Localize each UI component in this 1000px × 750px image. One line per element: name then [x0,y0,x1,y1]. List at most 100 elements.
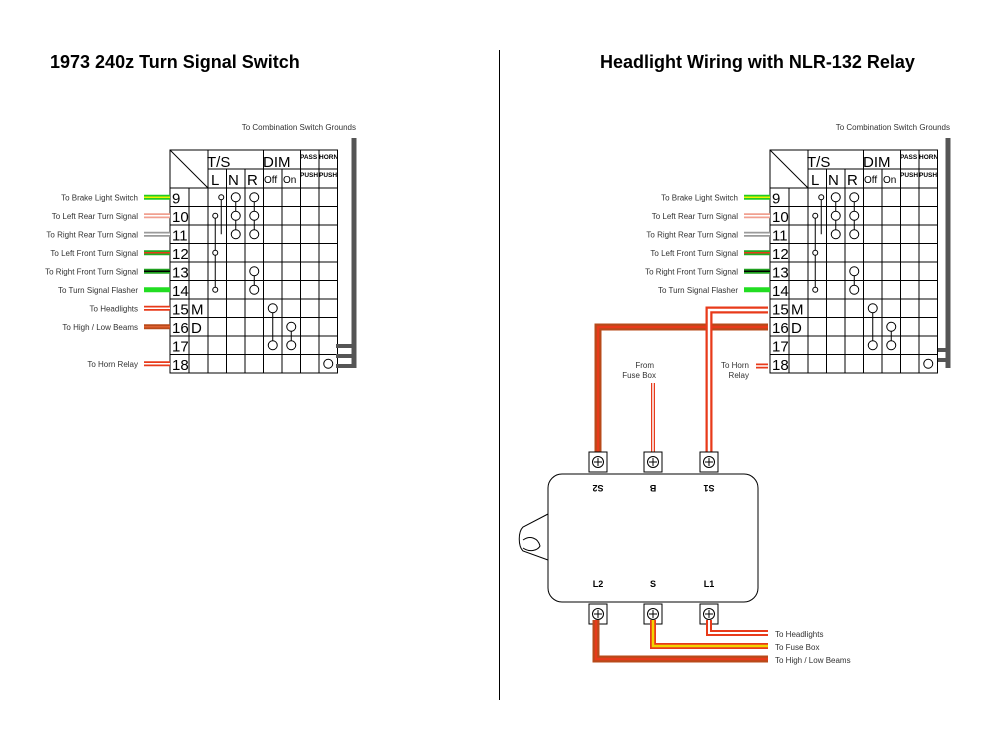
wire-label: To Left Rear Turn Signal [52,212,138,221]
output-label-beams: To High / Low Beams [775,656,851,665]
horn-header: HORN [919,154,938,161]
wire-label: To High / Low Beams [62,323,138,332]
pass-header: PASS [300,154,318,161]
contact-dot [849,266,860,277]
contact-dot [230,210,241,221]
contact-dot [812,249,819,256]
switch-contacts [212,192,334,369]
terminal-number: 14 [172,283,189,300]
output-label-fuse-box: To Fuse Box [775,643,819,652]
contact-dot [849,284,860,295]
ts-header: T/S [807,154,830,171]
terminal-number: 10 [772,209,789,226]
r-position: R [847,172,858,189]
terminal-number: 17 [172,338,189,355]
contact-dot [849,210,860,221]
terminal-label: L1 [704,579,715,589]
contact-dot [849,192,860,203]
contact-dot [286,321,297,332]
terminal-number: 13 [172,264,189,281]
r-position: R [247,172,258,189]
output-label-headlights: To Headlights [775,630,823,639]
pass-header: PASS [900,154,918,161]
terminal-label: S [650,579,656,589]
n-position: N [228,172,239,189]
wire-label: To Turn Signal Flasher [658,286,738,295]
terminal-letter: D [191,320,202,337]
on-position: On [283,175,296,186]
terminal-number: 16 [772,320,789,337]
terminal-number: 13 [772,264,789,281]
output-wire-l2 [592,620,768,663]
switch-grid [769,149,938,374]
contact-dot [886,321,897,332]
output-wire-s [650,620,768,649]
wire-label: To Horn Relay [87,360,138,369]
terminal-number: 18 [772,357,789,374]
terminal-number: 11 [772,227,788,244]
push-position: PUSH [300,172,318,179]
l-position: L [811,172,819,189]
terminal-label: L2 [593,579,604,589]
contact-dot [867,340,878,351]
contact-dot [812,286,819,293]
terminal-letter: M [791,301,804,318]
wire-label: To Headlights [90,304,138,313]
contact-dot [267,340,278,351]
wire-label: To Left Rear Turn Signal [652,212,738,221]
ground-label: To Combination Switch Grounds [242,123,356,132]
contact-dot [249,210,260,221]
switch-contacts [812,192,934,369]
terminal-number: 15 [772,301,789,318]
push-position: PUSH [319,172,337,179]
contact-dot [818,194,825,201]
wire-s2 [594,323,768,455]
switch-header: T/S DIM PASS HORN L N R Off On PUSH PUSH [807,154,938,189]
ts-header: T/S [207,154,230,171]
left-switch-panel: To Combination Switch Grounds T/S DIM PA… [45,123,357,374]
on-position: On [883,175,896,186]
contact-dot [218,194,225,201]
dim-header: DIM [863,154,891,171]
contact-dot [923,358,934,369]
contact-dot [212,212,219,219]
terminal-number: 9 [172,190,180,207]
contact-dot [212,249,219,256]
terminal-letter: D [791,320,802,337]
contact-dot [249,266,260,277]
wire-label: To Turn Signal Flasher [58,286,138,295]
l-position: L [211,172,219,189]
contact-dot [830,229,841,240]
contact-dot [249,229,260,240]
wire-label: To Left Front Turn Signal [50,249,138,258]
horn-relay-label: To Horn [721,361,749,370]
contact-dot [249,284,260,295]
terminal-label: S1 [703,483,714,493]
contact-dot [212,286,219,293]
output-wire-l1 [706,620,768,636]
ground-wire [938,138,951,368]
contact-dot [867,303,878,314]
off-position: Off [864,175,877,186]
fuse-box-label: From [635,361,654,370]
wire-label: To Brake Light Switch [661,193,738,202]
off-position: Off [264,175,277,186]
contact-dot [323,358,334,369]
wire-label: To Right Rear Turn Signal [46,230,138,239]
ground-label: To Combination Switch Grounds [836,123,950,132]
contact-dot [249,192,260,203]
right-title: Headlight Wiring with NLR-132 Relay [600,52,915,72]
terminal-number: 10 [172,209,189,226]
contact-dot [830,210,841,221]
switch-grid [169,149,338,374]
left-title: 1973 240z Turn Signal Switch [50,52,300,72]
push-position: PUSH [900,172,918,179]
switch-header: T/S DIM PASS HORN L N R Off On PUSH PUSH [207,154,338,189]
terminal-number: 17 [772,338,789,355]
terminal-label: B [649,483,656,493]
contact-dot [849,229,860,240]
